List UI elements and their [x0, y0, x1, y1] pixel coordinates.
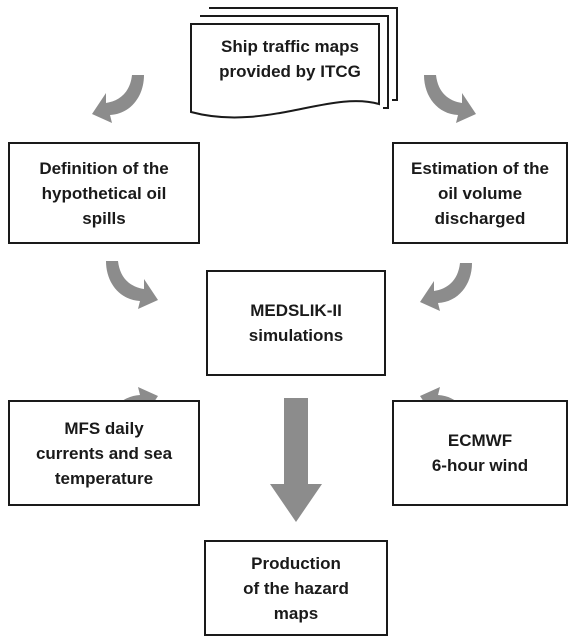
down-arrow-to-production	[270, 398, 322, 522]
ship-traffic-maps-label: Ship traffic maps provided by ITCG	[219, 37, 361, 81]
ecmwf-box: ECMWF 6-hour wind	[392, 400, 568, 506]
mfs-box: MFS daily currents and sea temperature	[8, 400, 200, 506]
document-stack-icon	[190, 7, 398, 119]
estimation-box: Estimation of the oil volume discharged	[392, 142, 568, 244]
medslik-box: MEDSLIK-II simulations	[206, 270, 386, 376]
curved-arrow-estimation-to-medslik	[420, 263, 472, 311]
production-box: Production of the hazard maps	[204, 540, 388, 636]
curved-arrow-definition-to-medslik	[106, 261, 158, 309]
curved-arrow-to-estimation	[424, 75, 476, 123]
curved-arrow-to-definition	[92, 75, 144, 123]
definition-box: Definition of the hypothetical oil spill…	[8, 142, 200, 244]
